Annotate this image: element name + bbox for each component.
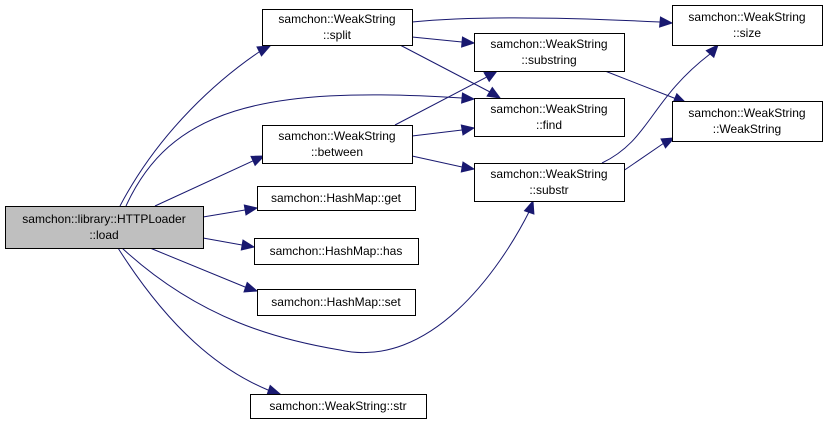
edges-layer — [117, 16, 719, 396]
node-box[interactable] — [254, 238, 419, 265]
edge-split-to-find — [399, 44, 502, 99]
node-get[interactable]: samchon::HashMap::get — [257, 186, 416, 211]
node-box[interactable] — [262, 9, 413, 46]
node-between[interactable]: samchon::WeakString::between — [262, 125, 413, 164]
node-box[interactable] — [672, 101, 823, 142]
node-box[interactable] — [474, 163, 625, 202]
edge-load-to-set — [149, 247, 259, 293]
edge-line — [604, 70, 676, 99]
edge-load-to-find — [125, 92, 476, 207]
arrowhead-icon — [256, 45, 272, 57]
edge-substr-to-weakstring — [609, 137, 676, 181]
arrowhead-icon — [461, 36, 476, 48]
node-label-line: ::split — [323, 28, 352, 42]
node-label-line: samchon::WeakString::str — [269, 399, 406, 413]
node-box[interactable] — [250, 394, 427, 419]
node-label-line: samchon::HashMap::set — [271, 295, 401, 309]
node-set[interactable]: samchon::HashMap::set — [257, 289, 416, 316]
edge-substring-to-weakstring — [604, 70, 688, 104]
arrowhead-icon — [659, 16, 674, 28]
edge-line — [394, 76, 487, 126]
node-label-line: ::between — [311, 145, 363, 159]
edge-line — [149, 247, 246, 288]
node-box[interactable] — [474, 33, 625, 72]
node-label-line: samchon::HashMap::get — [271, 191, 402, 205]
edge-line — [154, 159, 256, 207]
arrowhead-icon — [483, 70, 499, 83]
node-box[interactable] — [257, 186, 416, 211]
edge-load-to-get — [202, 204, 259, 218]
node-label-line: samchon::library::HTTPLoader — [22, 212, 185, 226]
node-weakstring[interactable]: samchon::WeakString::WeakString — [672, 101, 823, 142]
edge-load-to-between — [154, 155, 266, 207]
arrowhead-icon — [243, 204, 259, 216]
node-load[interactable]: samchon::library::HTTPLoader::load — [5, 206, 204, 249]
arrowhead-icon — [250, 155, 266, 167]
arrowhead-icon — [523, 199, 535, 215]
arrowhead-icon — [461, 92, 476, 104]
node-split[interactable]: samchon::WeakString::split — [262, 9, 413, 46]
arrowhead-icon — [486, 86, 502, 99]
arrowhead-icon — [660, 137, 676, 149]
arrowhead-icon — [460, 161, 476, 173]
node-label-line: samchon::HashMap::has — [270, 244, 403, 258]
edge-load-to-split — [119, 45, 272, 207]
node-box[interactable] — [672, 5, 823, 46]
node-label-line: samchon::WeakString — [490, 102, 607, 116]
arrowhead-icon — [705, 44, 719, 59]
node-label-line: samchon::WeakString — [688, 106, 805, 120]
node-box[interactable] — [257, 289, 416, 316]
node-label-line: samchon::WeakString — [278, 12, 395, 26]
node-substring[interactable]: samchon::WeakString::substring — [474, 33, 625, 72]
edge-line — [119, 49, 263, 207]
edge-line — [125, 94, 463, 207]
node-label-line: ::size — [733, 26, 761, 40]
node-box[interactable] — [5, 206, 204, 249]
node-box[interactable] — [262, 125, 413, 164]
edge-load-to-has — [202, 237, 256, 251]
edge-substr-to-size — [601, 44, 719, 164]
node-label-line: samchon::WeakString — [490, 37, 607, 51]
edge-line — [411, 17, 661, 23]
node-label-line: samchon::WeakString — [688, 10, 805, 24]
edge-split-to-size — [411, 16, 674, 28]
node-size[interactable]: samchon::WeakString::size — [672, 5, 823, 46]
edge-line — [121, 209, 531, 353]
arrowhead-icon — [243, 281, 259, 293]
arrowhead-icon — [240, 239, 256, 251]
node-label-line: ::load — [89, 228, 118, 242]
edge-split-to-substring — [411, 36, 476, 48]
edge-line — [411, 129, 463, 137]
edge-line — [411, 36, 463, 43]
node-label-line: ::WeakString — [713, 122, 781, 136]
node-str[interactable]: samchon::WeakString::str — [250, 394, 427, 419]
node-find[interactable]: samchon::WeakString::find — [474, 98, 625, 137]
nodes-layer: samchon::library::HTTPLoader::loadsamcho… — [5, 5, 823, 419]
node-box[interactable] — [474, 98, 625, 137]
edge-between-to-find — [411, 124, 476, 137]
edge-line — [117, 247, 269, 391]
node-has[interactable]: samchon::HashMap::has — [254, 238, 419, 265]
edge-load-to-substr — [121, 199, 535, 353]
edge-line — [202, 209, 246, 218]
node-label-line: ::substring — [521, 53, 576, 67]
edge-load-to-str — [117, 247, 282, 396]
edge-between-to-substr — [411, 155, 476, 173]
edge-line — [202, 237, 243, 246]
node-substr[interactable]: samchon::WeakString::substr — [474, 163, 625, 202]
arrowhead-icon — [460, 124, 476, 136]
edge-line — [411, 155, 463, 168]
node-label-line: samchon::WeakString — [490, 167, 607, 181]
arrowhead-icon — [266, 384, 282, 396]
node-label-line: ::substr — [529, 183, 568, 197]
node-label-line: ::find — [536, 118, 562, 132]
edge-line — [601, 53, 711, 164]
node-label-line: samchon::WeakString — [278, 129, 395, 143]
